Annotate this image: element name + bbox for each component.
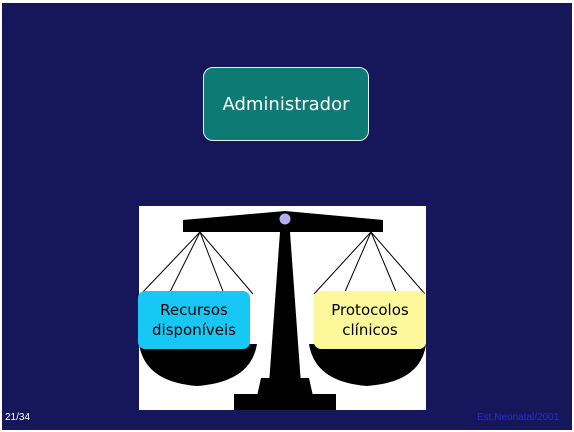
scale-right-pan	[309, 344, 426, 386]
scale-pillar	[269, 232, 301, 384]
administrator-box: Administrador	[203, 67, 369, 141]
balance-scale-icon	[139, 211, 426, 410]
clinical-protocols-line2: clínicos	[342, 321, 398, 339]
clinical-protocols-label: Protocolos clínicos	[314, 291, 426, 349]
scale-base-foot	[234, 394, 336, 410]
scale-left-pan	[139, 344, 257, 386]
page-number: 21/34	[5, 412, 31, 423]
available-resources-line2: disponíveis	[152, 321, 236, 339]
scale-pivot	[278, 212, 292, 226]
available-resources-label: Recursos disponíveis	[138, 291, 250, 349]
footer-link[interactable]: Est.Neonatal/2001	[477, 412, 560, 423]
scale-base	[257, 378, 313, 396]
available-resources-line1: Recursos	[160, 301, 228, 319]
administrator-label: Administrador	[222, 93, 350, 115]
clinical-protocols-line1: Protocolos	[331, 301, 409, 319]
